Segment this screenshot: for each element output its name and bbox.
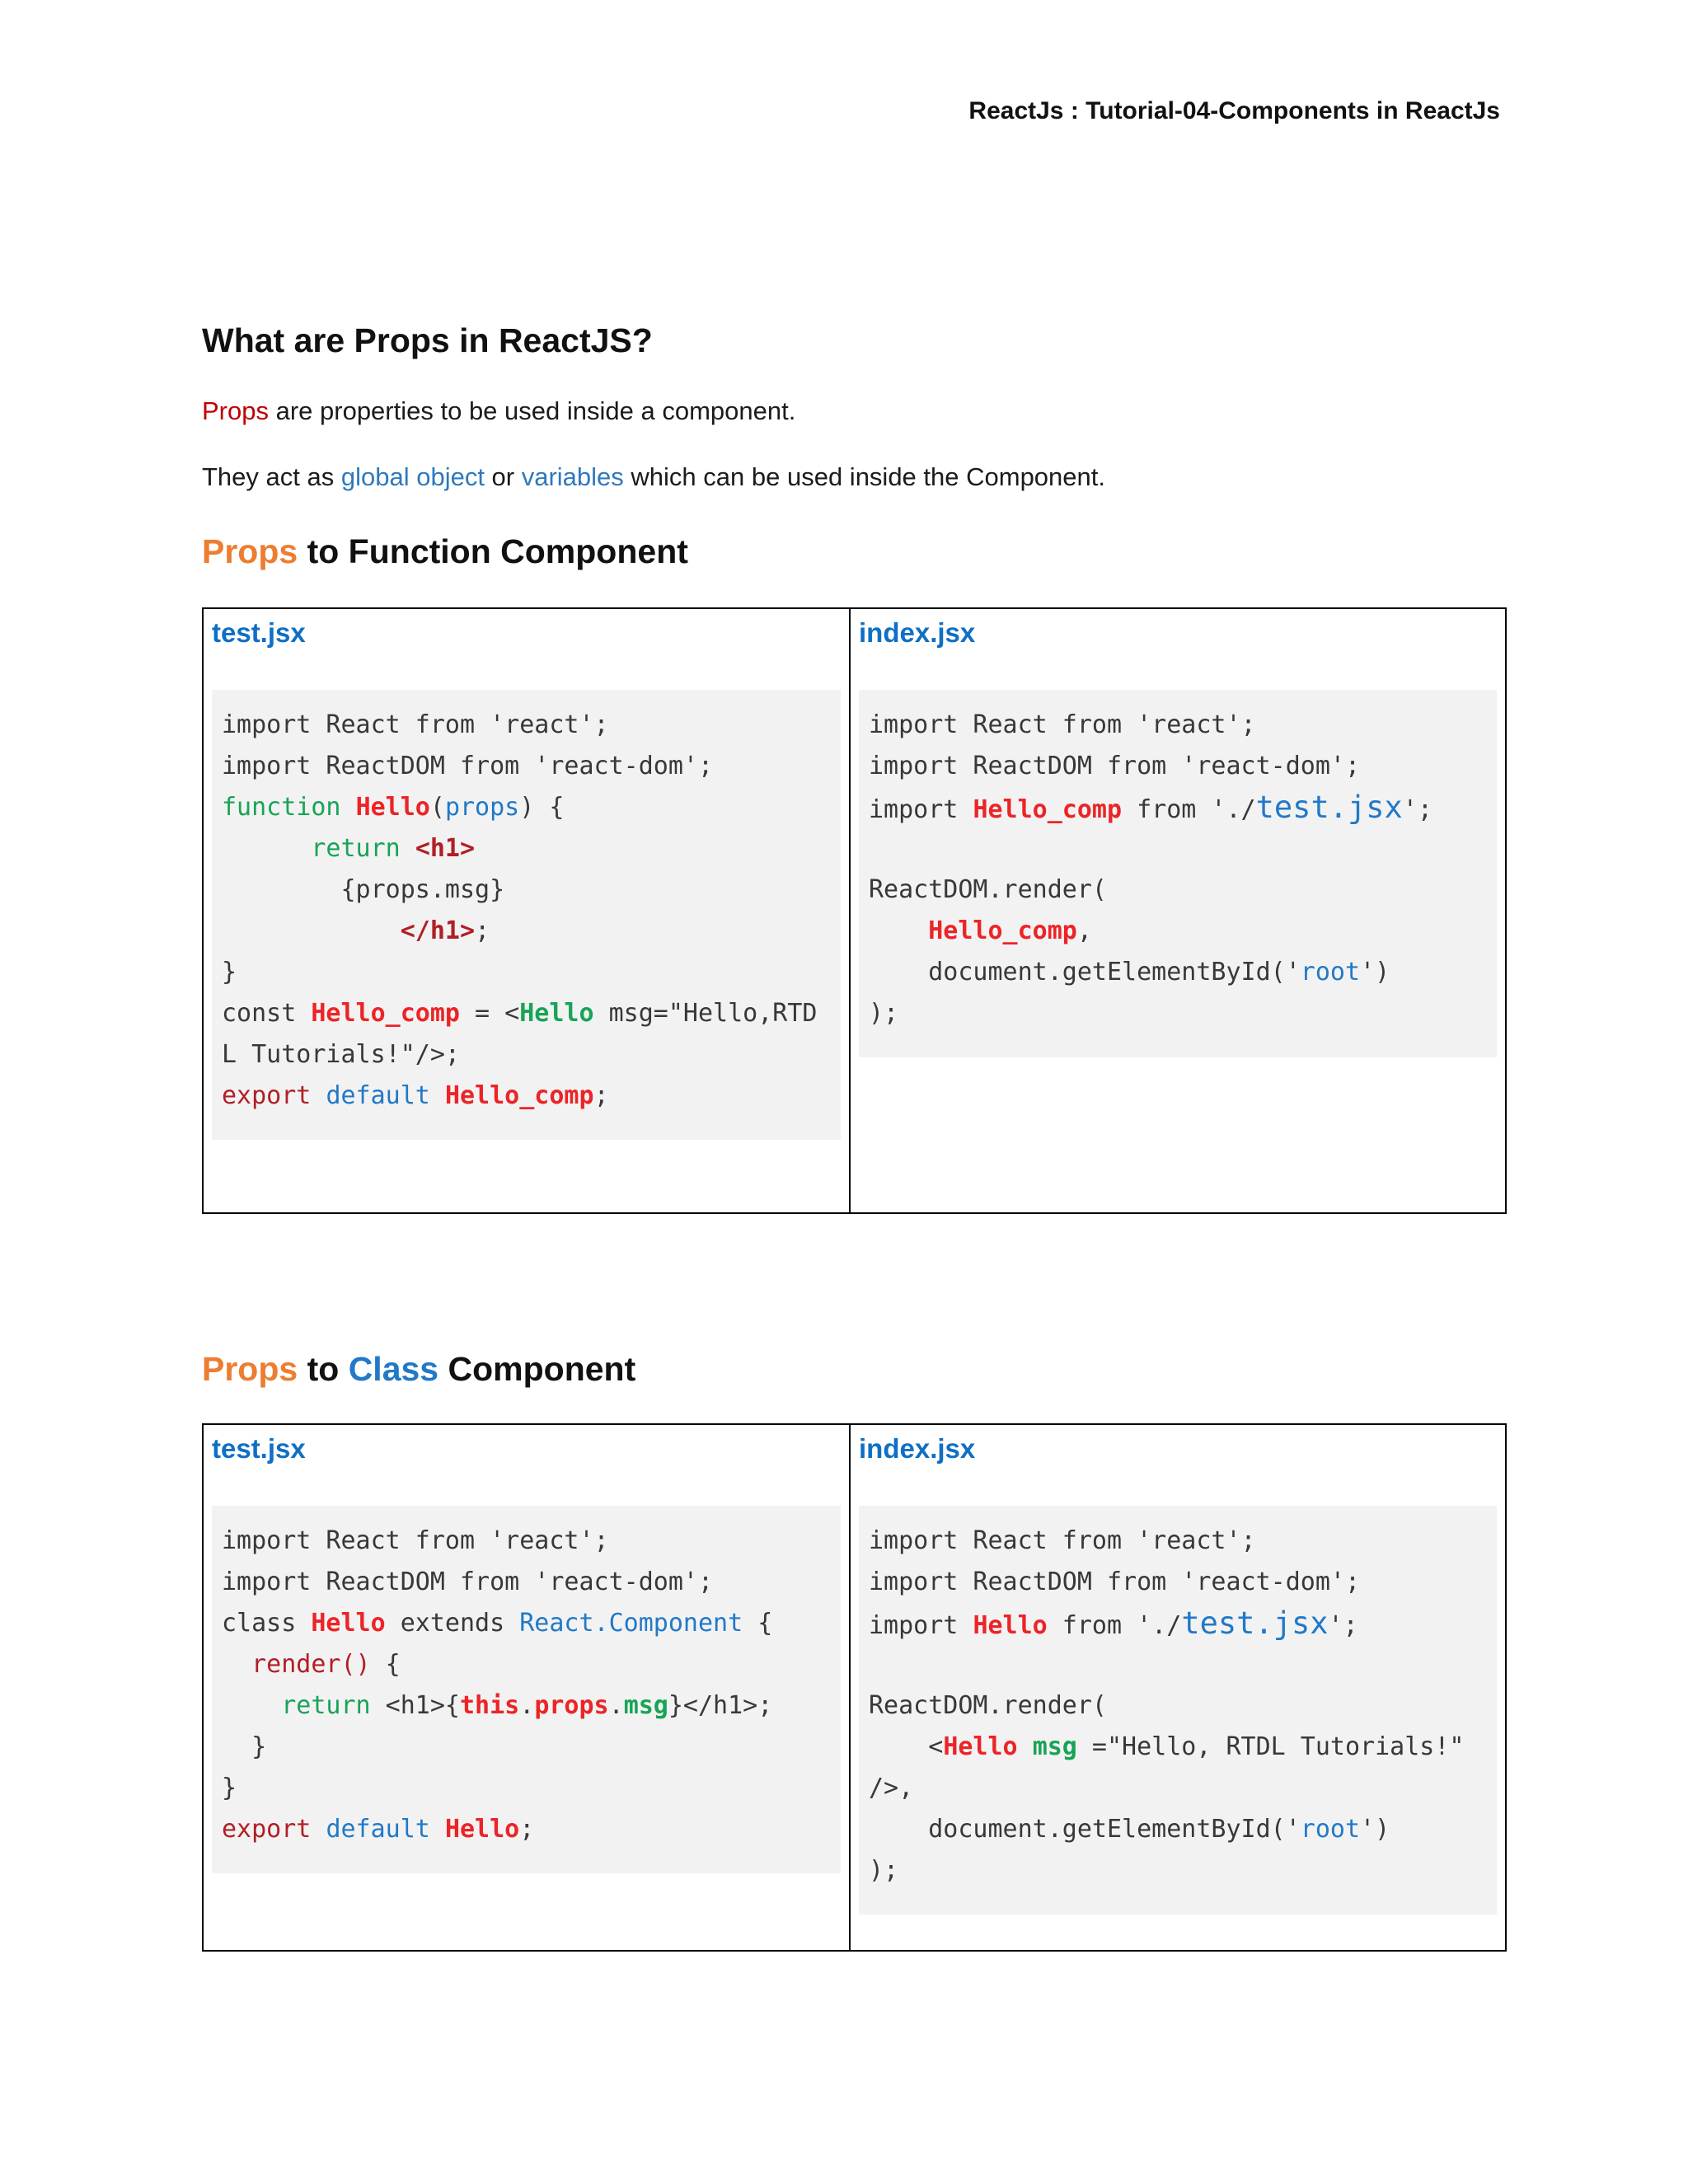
- code-line: return <h1>{this.props.msg}</h1>;: [281, 1691, 773, 1720]
- code-line: import ReactDOM from 'react-dom';: [222, 752, 714, 780]
- code-line: [869, 1644, 1487, 1685]
- code-line: import ReactDOM from 'react-dom';: [869, 1568, 1361, 1596]
- table-cell-test-jsx: test.jsx import React from 'react';impor…: [204, 609, 851, 1212]
- code-line: />,: [869, 1774, 914, 1802]
- code-line: import ReactDOM from 'react-dom';: [222, 1568, 714, 1596]
- table-cell-index-jsx: index.jsx import React from 'react';impo…: [851, 609, 1505, 1212]
- code-line: render() {: [251, 1650, 401, 1679]
- code-line: );: [869, 999, 899, 1028]
- code-line: ReactDOM.render(: [869, 875, 1107, 904]
- code-line: import ReactDOM from 'react-dom';: [869, 752, 1361, 780]
- code-line: <Hello msg ="Hello, RTDL Tutorials!": [869, 1732, 1465, 1761]
- intro-paragraph-props: Props are properties to be used inside a…: [202, 396, 796, 425]
- code-line: const Hello_comp = <Hello msg="Hello,RTD: [222, 999, 818, 1028]
- code-line: {props.msg}: [222, 875, 505, 904]
- filename-header: test.jsx: [212, 1433, 306, 1464]
- code-block-test-jsx: import React from 'react'; import ReactDO…: [212, 690, 841, 1140]
- code-line: return <h1>: [311, 834, 476, 863]
- code-line: import Hello_comp from './test.jsx';: [869, 790, 1432, 825]
- code-line: export default Hello_comp;: [222, 1081, 609, 1110]
- code-line: }: [222, 1774, 237, 1802]
- code-line: class Hello extends React.Component {: [222, 1609, 773, 1638]
- code-line: );: [869, 1856, 899, 1885]
- code-line: function Hello(props) {: [222, 793, 565, 822]
- table-cell-test-jsx: test.jsx import React from 'react';impor…: [204, 1425, 851, 1950]
- code-block-test-jsx: import React from 'react'; import ReactDO…: [212, 1506, 841, 1873]
- code-line: import React from 'react';: [869, 1526, 1256, 1555]
- section-title-function-component: Props to Function Component: [202, 532, 688, 570]
- code-line: [869, 828, 1487, 869]
- code-line: document.getElementById('root'): [869, 1815, 1390, 1844]
- code-line: import React from 'react';: [222, 1526, 609, 1555]
- section-title-class-component: Props to Class Component: [202, 1350, 636, 1388]
- code-line: }: [222, 958, 237, 987]
- code-block-index-jsx: import React from 'react'; import ReactDO…: [859, 690, 1497, 1057]
- code-line: import React from 'react';: [869, 710, 1256, 739]
- filename-header: index.jsx: [859, 617, 976, 648]
- code-line: import React from 'react';: [222, 710, 609, 739]
- code-line: }: [222, 1732, 267, 1761]
- code-line: document.getElementById('root'): [869, 958, 1390, 987]
- filename-header: test.jsx: [212, 617, 306, 648]
- code-table-class-component: test.jsx import React from 'react';impor…: [202, 1423, 1507, 1952]
- page-header-title: ReactJs : Tutorial-04-Components in Reac…: [968, 97, 1500, 124]
- code-line: </h1>;: [400, 916, 490, 945]
- code-block-index-jsx: import React from 'react'; import ReactDO…: [859, 1506, 1497, 1915]
- filename-header: index.jsx: [859, 1433, 976, 1464]
- table-cell-index-jsx: index.jsx import React from 'react';impo…: [851, 1425, 1505, 1950]
- main-heading: What are Props in ReactJS?: [202, 321, 653, 359]
- code-line: Hello_comp,: [928, 916, 1092, 945]
- code-line: ReactDOM.render(: [869, 1691, 1107, 1720]
- intro-paragraph-global-object: They act as global object or variables w…: [202, 462, 1105, 491]
- code-line: import Hello from './test.jsx';: [869, 1605, 1358, 1641]
- code-line: export default Hello;: [222, 1815, 535, 1844]
- code-line: L Tutorials!"/>;: [222, 1040, 460, 1069]
- code-table-function-component: test.jsx import React from 'react';impor…: [202, 607, 1507, 1214]
